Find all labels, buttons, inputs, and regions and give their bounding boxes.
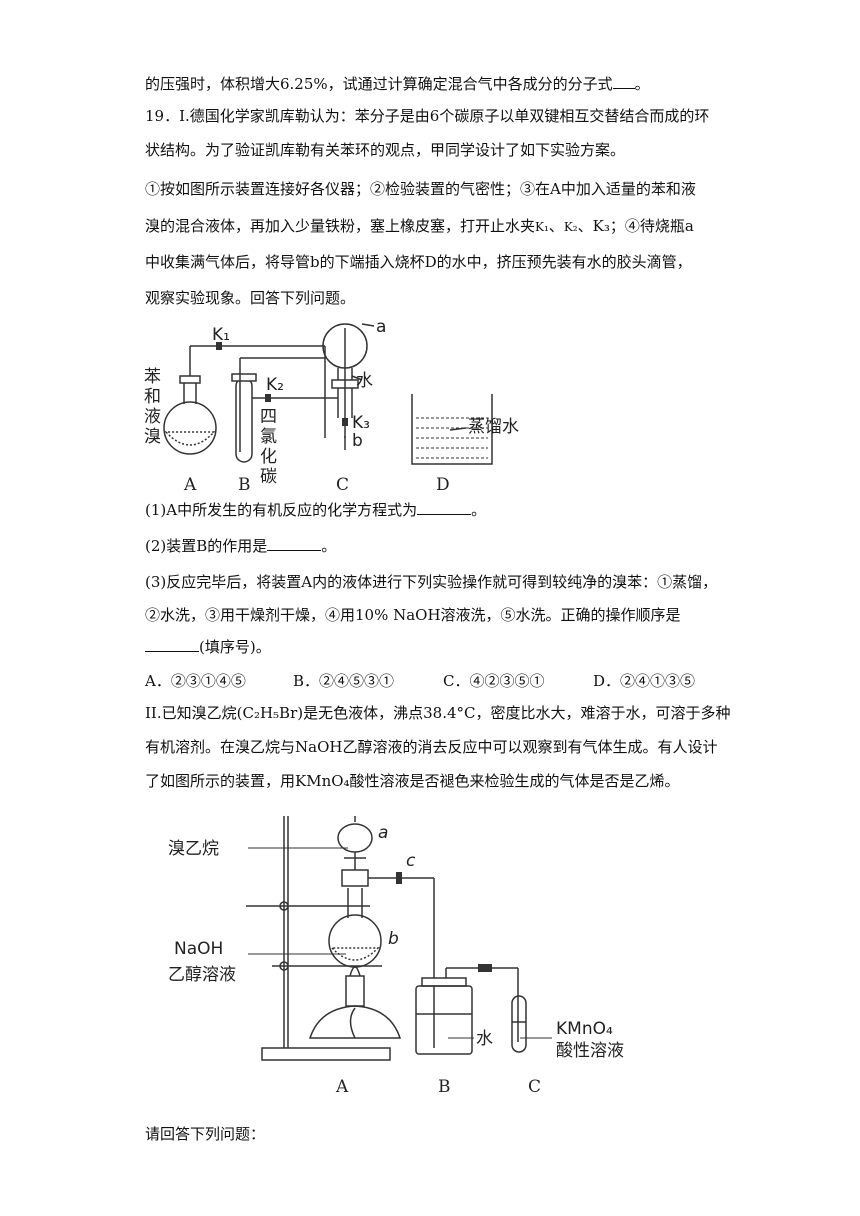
answer-blank[interactable]	[267, 536, 322, 551]
label-and: 和	[144, 387, 161, 407]
label-bromoethane: 溴乙烷	[168, 839, 219, 859]
answer-blank[interactable]	[145, 637, 199, 652]
choice-a[interactable]: A．②③①④⑤	[145, 672, 246, 690]
caption-a: A	[183, 475, 197, 495]
label-water: 水	[356, 371, 373, 391]
choice-d[interactable]: D．②④①③⑤	[593, 672, 696, 690]
label-kmno4: KMnO₄	[556, 1019, 613, 1039]
label-water: 水	[476, 1029, 493, 1049]
label-c: c	[406, 851, 416, 871]
caption-c: C	[336, 475, 349, 495]
label-b-si: 四	[260, 407, 277, 427]
label-bromine: 溴	[144, 427, 161, 447]
answer-blank[interactable]	[612, 74, 635, 89]
text-line: ①按如图所示装置连接好各仪器；②检验装置的气密性；③在A中加入适量的苯和液	[145, 180, 696, 198]
text-line: 了如图所示的装置，用KMnO₄酸性溶液是否褪色来检验生成的气体是否是乙烯。	[145, 772, 680, 790]
separator: 、	[548, 217, 564, 235]
valve-k3-label: K₃	[352, 413, 370, 433]
line-text: 。	[634, 75, 650, 93]
sub-question-1: (1)A中所发生的有机反应的化学方程式为 。	[145, 500, 486, 520]
choice-b[interactable]: B．②④⑤③①	[293, 672, 395, 690]
text-line: ②水洗，③用干燥剂干燥，④用10% NaOH溶液洗，⑤水洗。正确的操作顺序是	[145, 606, 681, 624]
text-line: 有机溶剂。在溴乙烷与NaOH乙醇溶液的消去反应中可以观察到有气体生成。有人设计	[145, 738, 718, 756]
text-line: 状结构。为了验证凯库勒有关苯环的观点，甲同学设计了如下实验方案。	[145, 141, 626, 159]
caption-a: A	[335, 1077, 349, 1097]
text-line: 中收集满气体后，将导管b的下端插入烧杯D的水中，挤压预先装有水的胶头滴管，	[145, 253, 692, 271]
valve-k1-label: K₁	[535, 220, 549, 234]
label-benzene: 苯	[144, 367, 161, 387]
sub-question-3: (3)反应完毕后，将装置A内的液体进行下列实验操作就可得到较纯净的溴苯：①蒸馏，	[145, 573, 718, 591]
valve-k2-label: K₂	[563, 220, 578, 234]
line-text: (填序号)。	[199, 638, 271, 656]
line-text: 的压强时，体积增大6.25%，试通过计算确定混合气中各成分的分子式	[145, 75, 613, 93]
choice-c[interactable]: C．④②③⑤①	[443, 672, 545, 690]
valve-k2-label: K₂	[266, 375, 284, 395]
text-line: 请回答下列问题：	[145, 1125, 266, 1143]
label-acidic-solution: 酸性溶液	[556, 1041, 624, 1061]
text-line: 溴的混合液体，再加入少量铁粉，塞上橡皮塞，打开止水夹K₁、K₂、K₃；④待烧瓶a	[145, 216, 694, 237]
figure-2-apparatus: 溴乙烷 a b c NaOH 乙醇溶液 水 KMnO₄ 酸性溶液 A B C	[168, 816, 624, 1097]
label-ethanol-solution: 乙醇溶液	[168, 965, 236, 985]
label-b: b	[388, 929, 399, 949]
valve-k1-label: K₁	[212, 325, 230, 345]
separator: 、	[577, 217, 593, 235]
label-b-lv: 氯	[260, 427, 277, 447]
caption-c: C	[528, 1077, 541, 1097]
label-b: b	[352, 431, 363, 451]
text-line: 的压强时，体积增大6.25%，试通过计算确定混合气中各成分的分子式 。	[145, 74, 650, 94]
caption-b: B	[238, 475, 251, 495]
figure-1-apparatus: 苯 和 液 溴 四 氯 化 碳 K₁ K₂ K₃ a b 水 蒸馏水 A B C…	[144, 317, 519, 495]
valve-k3-label: K₃	[592, 217, 610, 235]
sub-question-2: (2)装置B的作用是 。	[145, 536, 336, 556]
label-a: a	[378, 823, 388, 843]
line-text: (2)装置B的作用是	[145, 537, 268, 555]
label-b-tan: 碳	[260, 467, 277, 487]
line-text: 。	[471, 501, 487, 519]
line-text: 。	[321, 537, 337, 555]
part-ii-line: II.已知溴乙烷(C₂H₅Br)是无色液体，沸点38.4°C，密度比水大，难溶于…	[145, 704, 731, 722]
label-b-hua: 化	[260, 447, 277, 467]
caption-d: D	[436, 475, 450, 495]
caption-b: B	[438, 1077, 451, 1097]
line-text: 溴的混合液体，再加入少量铁粉，塞上橡皮塞，打开止水夹	[145, 217, 536, 235]
label-naoh: NaOH	[174, 939, 223, 959]
line-text: ；④待烧瓶a	[609, 217, 694, 235]
line-text: (1)A中所发生的有机反应的化学方程式为	[145, 501, 418, 519]
text-line: (填序号)。	[145, 637, 271, 657]
question-19-line: 19．I.德国化学家凯库勒认为：苯分子是由6个碳原子以单双键相互交替结合而成的环	[145, 107, 710, 125]
label-distilled-water: 蒸馏水	[468, 417, 519, 437]
text-line: 观察实验现象。回答下列问题。	[145, 289, 356, 307]
label-a: a	[376, 317, 386, 337]
answer-blank[interactable]	[417, 500, 472, 515]
label-liquid: 液	[144, 407, 161, 427]
